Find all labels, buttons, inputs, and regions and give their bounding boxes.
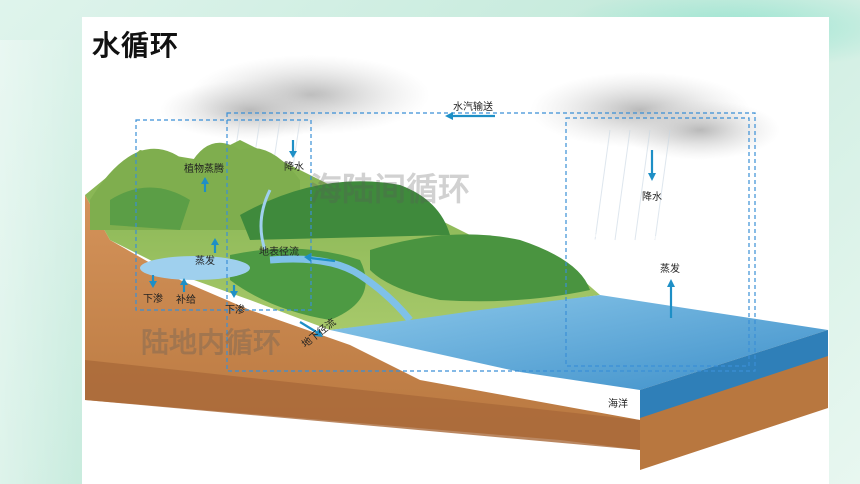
infiltration-1-arrowhead: [149, 281, 157, 288]
label-infiltration-2: 下渗: [225, 303, 245, 316]
recharge-arrowhead: [180, 278, 188, 285]
label-evaporation-land: 蒸发: [195, 254, 215, 267]
label-ocean: 海洋: [608, 397, 628, 410]
river: [269, 255, 413, 323]
groundwater-runoff-arrowhead: [314, 329, 323, 337]
surface-runoff-arrow: [309, 256, 336, 263]
precipitation-land-arrowhead: [289, 151, 297, 158]
cycle-boxes: [135, 112, 756, 372]
overlay-land-cycle: 陆地内循环: [141, 326, 281, 359]
page-title: 水循环: [92, 29, 180, 62]
infiltration-2-arrowhead: [230, 291, 238, 298]
sea-side-water: [640, 330, 828, 418]
label-evaporation-sea: 蒸发: [660, 262, 680, 275]
stream: [259, 189, 272, 251]
land-cycle-box: [135, 119, 312, 311]
transpiration-arrowhead: [201, 177, 209, 184]
label-vapor-transport: 水汽输送: [453, 100, 493, 113]
lake: [140, 256, 250, 280]
vapor-transport-arrowhead: [445, 112, 453, 120]
ocean-cycle-box: [565, 117, 750, 367]
flow-arrows: [149, 112, 675, 337]
label-precipitation-sea: 降水: [642, 190, 662, 203]
evaporation-sea-arrowhead: [667, 279, 675, 287]
soil-bottom-layer: [85, 360, 640, 450]
forest: [110, 181, 590, 320]
evaporation-land-arrowhead: [211, 238, 219, 245]
overlay-ocean-cycle: 海上内循环: [582, 231, 712, 261]
precipitation-sea-arrowhead: [648, 173, 656, 181]
overlay-sea-land-cycle: 海陆间循环: [310, 170, 470, 208]
label-precipitation-land: 降水: [284, 160, 304, 173]
surface-runoff-arrowhead: [304, 253, 311, 262]
label-plant-transpiration: 植物蒸腾: [184, 162, 224, 175]
label-infiltration-1: 下渗: [143, 292, 163, 305]
label-surface-runoff: 地表径流: [259, 245, 299, 258]
sea-land-cycle-box: [226, 112, 756, 372]
clouds: [160, 55, 780, 160]
background-decoration: [0, 40, 78, 484]
label-recharge: 补给: [176, 293, 196, 306]
groundwater-runoff-arrow: [299, 321, 319, 334]
